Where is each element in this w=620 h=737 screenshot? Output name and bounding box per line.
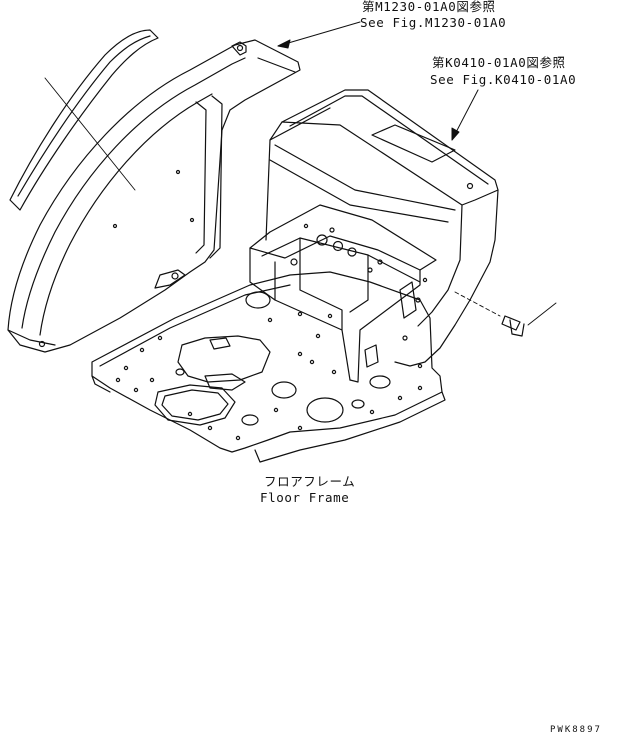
drawing-code: PWK8897 [550, 725, 602, 735]
seal-strip [9, 29, 159, 211]
floor-frame-label-jp: フロアフレーム [264, 474, 356, 489]
leader-arrows [277, 21, 479, 141]
console-reference-jp: 第K0410-01A0図参照 [432, 55, 566, 70]
bolt [454, 291, 557, 337]
side-cover-frame [7, 39, 301, 353]
seat-bracket-reference-en: See Fig.M1230-01A0 [360, 15, 507, 30]
seat-bracket-reference-jp: 第M1230-01A0図参照 [362, 0, 496, 14]
floor-frame-label-en: Floor Frame [260, 490, 350, 505]
console-reference-en: See Fig.K0410-01A0 [430, 72, 577, 87]
floor-frame-plate [91, 271, 446, 463]
console-housing [249, 89, 499, 383]
